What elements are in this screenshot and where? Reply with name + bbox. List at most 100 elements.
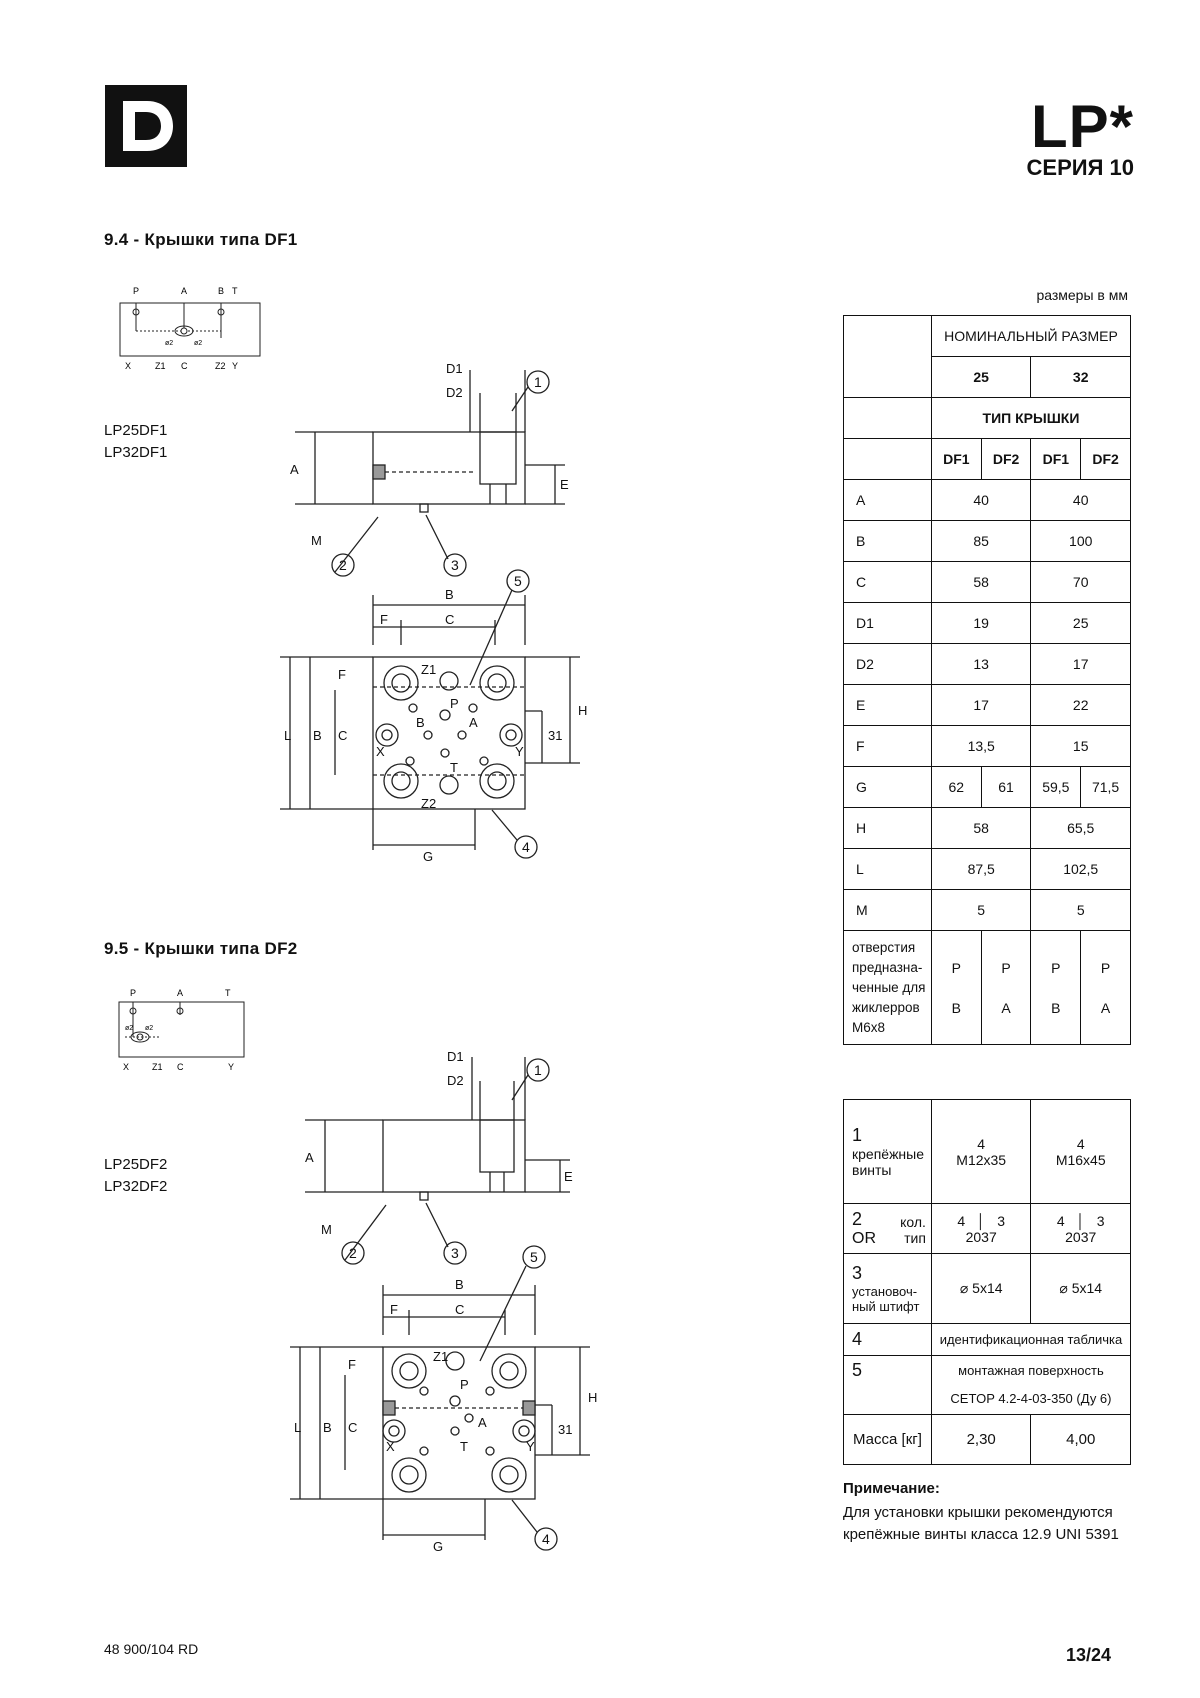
callout-number: 5 [514,573,522,589]
row-label: A [843,479,932,521]
symbol-label: ø2 [194,340,202,347]
surface-num: 5 [843,1355,932,1415]
df1-hydraulic-symbol: P A B T ø2 ø2 X Z1 C Z2 Y [119,286,261,371]
row-label: L [843,848,932,890]
dim-label: D2 [447,1073,464,1088]
callout-number: 4 [542,1531,550,1547]
cell: 4 M16x45 [1030,1099,1131,1204]
row-label: D2 [843,643,932,685]
dim-label: B [455,1277,464,1292]
dim-label: F [338,667,346,682]
row-label: G [843,766,932,808]
cell: 15 [1030,725,1131,767]
row-label: D1 [843,602,932,644]
cell: 4,00 [1030,1414,1131,1465]
symbol-label: Y [228,1062,234,1072]
callout-number: 1 [534,1062,542,1078]
row-label: B [843,520,932,562]
dim-label: B [313,728,322,743]
cell: 102,5 [1030,848,1131,890]
dim-label: C [348,1420,357,1435]
cell: 5 [1030,889,1131,931]
cell: 58 [930,561,1032,603]
model-code: LP32DF1 [104,444,168,461]
dim-label: D2 [446,385,463,400]
symbol-label: A [177,988,183,998]
product-title: LP* [1030,93,1134,160]
port-label: Z1 [421,662,436,677]
note-title: Примечание: [843,1480,940,1497]
mass-label: Масса [кг] [843,1414,932,1465]
port-label: T [460,1439,468,1454]
dim-label: G [423,849,433,864]
dim-label: L [284,728,291,743]
port-label: Z1 [433,1349,448,1364]
dim-label: 31 [558,1422,572,1437]
symbol-label: A [181,286,187,296]
section-title-df1: 9.4 - Крышки типа DF1 [104,230,298,249]
table-corner [843,315,932,398]
cell: 59,5 [1030,766,1082,808]
dim-label: B [323,1420,332,1435]
port-label: P [460,1377,469,1392]
callout-number: 4 [522,839,530,855]
dim-label: C [338,728,347,743]
callout-number: 5 [530,1249,538,1265]
cell: 40 [930,479,1032,521]
symbol-label: X [123,1062,129,1072]
table-corner [843,397,932,439]
cell: 71,5 [1080,766,1131,808]
dim-label: A [305,1150,314,1165]
dim-label: F [390,1302,398,1317]
dim-label: H [588,1390,597,1405]
dim-label: D1 [446,361,463,376]
symbol-label: ø2 [165,340,173,347]
callout-number: 1 [534,374,542,390]
cell: 58 [930,807,1032,849]
model-code: LP25DF2 [104,1156,168,1173]
cell: 40 [1030,479,1131,521]
dim-label: B [445,587,454,602]
dim-label: E [560,477,569,492]
row-label: M [843,889,932,931]
model-code: LP32DF2 [104,1178,168,1195]
row-label: H [843,807,932,849]
units-label: размеры в мм [1036,287,1128,303]
symbol-label: Z1 [155,361,166,371]
port-label: Z2 [421,796,436,811]
cell: 5 [930,889,1032,931]
cell: 70 [1030,561,1131,603]
symbol-label: T [232,286,238,296]
symbol-label: Z1 [152,1062,163,1072]
brand-logo [105,85,187,167]
plate-num: 4 [843,1323,932,1356]
row-label: E [843,684,932,726]
cell: 62 [930,766,982,808]
symbol-label: B [218,286,224,296]
cell: 87,5 [930,848,1032,890]
document-code: 48 900/104 RD [104,1641,199,1657]
cell: 17 [1030,643,1131,685]
nominal-size-header: НОМИНАЛЬНЫЙ РАЗМЕР [930,315,1132,357]
symbol-label: T [225,988,231,998]
symbol-label: C [181,361,188,371]
port-label: A [478,1415,487,1430]
dim-label: G [433,1539,443,1554]
callout-number: 3 [451,557,459,573]
model-code: LP25DF1 [104,422,168,439]
plate-text: идентификационная табличка [930,1323,1132,1356]
dim-label: F [380,612,388,627]
symbol-label: X [125,361,131,371]
cell: 13 [930,643,1032,685]
row-label: F [843,725,932,767]
port-label: T [450,760,458,775]
dim-label: E [564,1169,573,1184]
cell: 61 [980,766,1032,808]
model-list-df1: LP25DF1 LP32DF1 [104,420,167,464]
